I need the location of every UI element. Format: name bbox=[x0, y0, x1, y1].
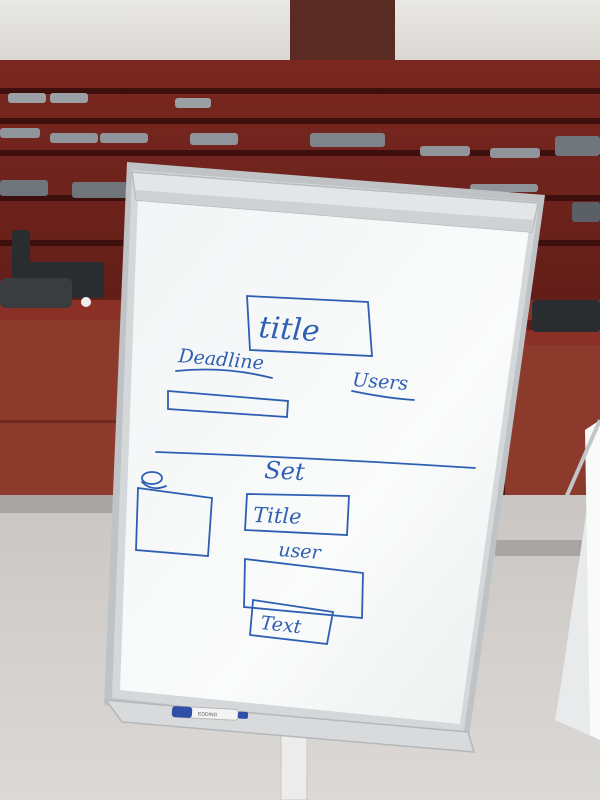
wall-door bbox=[290, 0, 395, 70]
image-placeholder-outline bbox=[135, 486, 213, 557]
stand-leg bbox=[280, 734, 308, 800]
users-underline bbox=[351, 390, 415, 401]
text-field-text: Text bbox=[259, 612, 302, 638]
user-input-outline bbox=[243, 557, 364, 619]
deadline-input-outline bbox=[167, 390, 289, 418]
deadline-underline bbox=[175, 368, 273, 379]
board-sketch bbox=[135, 295, 476, 645]
whiteboard bbox=[104, 162, 545, 753]
title-box-text: title bbox=[257, 310, 320, 349]
user-label: user bbox=[278, 539, 324, 564]
text-field-outline bbox=[249, 598, 335, 645]
marker-label: EDDING bbox=[198, 711, 218, 718]
divider-line bbox=[155, 451, 476, 469]
paperclip-icon bbox=[141, 471, 163, 485]
title-box-outline bbox=[246, 295, 373, 357]
set-label: Set bbox=[264, 456, 306, 486]
title-field-text: Title bbox=[253, 503, 302, 529]
second-flipchart bbox=[555, 419, 600, 740]
users-label: Users bbox=[352, 369, 409, 395]
title-field-outline bbox=[244, 493, 350, 536]
marker: EDDING bbox=[171, 705, 249, 721]
front-desk bbox=[0, 320, 125, 510]
